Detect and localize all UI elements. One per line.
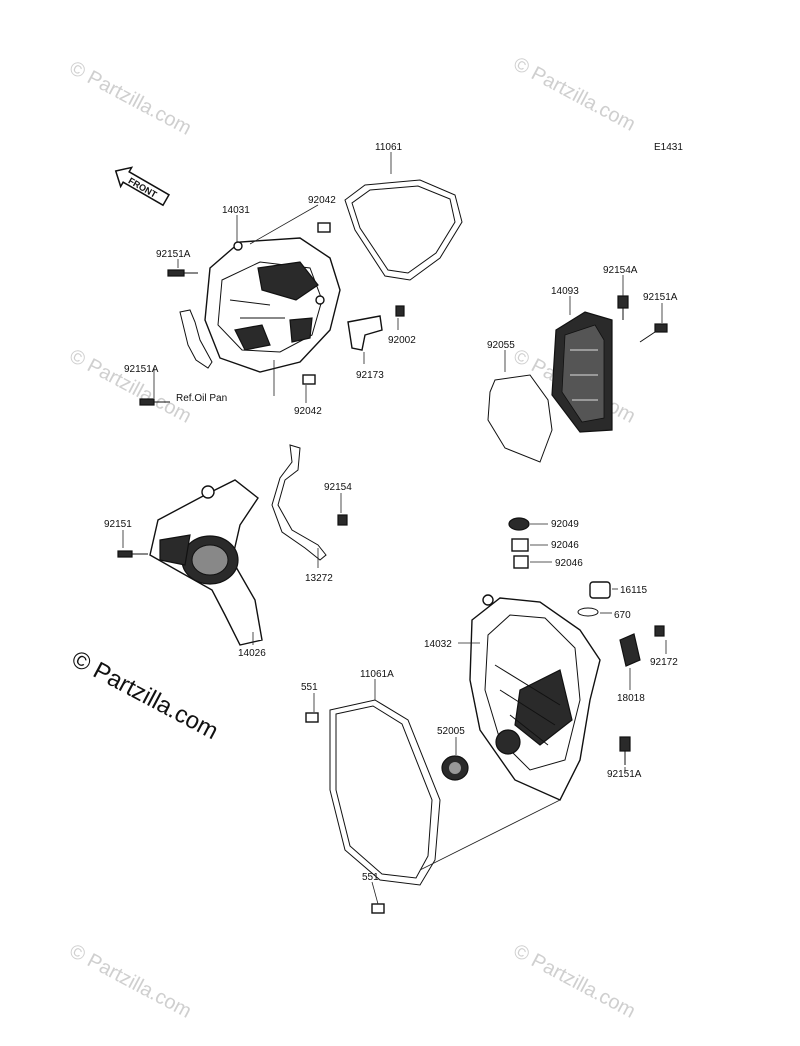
ref-oil-pan-note: Ref.Oil Pan	[176, 393, 227, 404]
label-551-upper: 551	[301, 682, 318, 693]
copyright-text: © Partzilla.com	[67, 645, 222, 745]
clutch-cover-14032	[469, 594, 601, 801]
bolt-92154A	[617, 295, 629, 320]
bolt-92172	[654, 625, 665, 637]
gasket-11061A	[329, 699, 441, 886]
label-14026: 14026	[238, 648, 266, 659]
dowel-551-upper	[305, 712, 319, 723]
guide-13272	[271, 444, 327, 561]
label-92042-upper: 92042	[308, 195, 336, 206]
watermark-top-right: © Partzilla.com	[510, 53, 639, 136]
plug-92046-upper	[511, 538, 529, 552]
label-18018: 18018	[617, 693, 645, 704]
watermark-mid-left: © Partzilla.com	[66, 345, 195, 428]
label-14031: 14031	[222, 205, 250, 216]
seal-52005	[441, 755, 469, 781]
plug-92046-lower	[513, 555, 529, 569]
clutch-cover-14093	[551, 311, 613, 433]
part-labels: 11061 14031 92042 92151A 92151A 92002 92…	[104, 142, 678, 883]
label-92154A: 92154A	[603, 265, 638, 276]
label-551-lower: 551	[362, 872, 379, 883]
label-52005: 52005	[437, 726, 465, 737]
front-arrow-icon: FRONT	[114, 166, 171, 207]
gasket-11061	[344, 179, 463, 281]
cap-92049	[508, 517, 530, 531]
cap-16115	[589, 581, 611, 599]
dowel-92042-upper	[317, 222, 331, 233]
bolt-92151A-lower	[139, 398, 170, 406]
oring-670	[577, 607, 599, 617]
dowel-92042-lower	[302, 374, 316, 385]
label-16115: 16115	[620, 585, 648, 596]
bolt-92151-left	[117, 550, 148, 558]
bolt-92151A-bottom	[619, 736, 631, 765]
label-92173: 92173	[356, 370, 384, 381]
label-92042-lower: 92042	[294, 406, 322, 417]
watermark-bottom-left: © Partzilla.com	[66, 940, 195, 1023]
label-92151A-right: 92151A	[643, 292, 678, 303]
bracket-92173	[347, 315, 383, 351]
diagram-code: E1431	[654, 142, 683, 153]
label-92151A-lower: 92151A	[124, 364, 159, 375]
gasket-11061A-inner	[335, 705, 433, 879]
label-13272: 13272	[305, 573, 333, 584]
label-92151A-bottom: 92151A	[607, 769, 642, 780]
label-92055: 92055	[487, 340, 515, 351]
bolt-92151A-right	[639, 323, 668, 343]
watermark-top-left: © Partzilla.com	[66, 57, 195, 140]
bolt-92154-mid	[337, 514, 348, 526]
label-92172: 92172	[650, 657, 678, 668]
gasket-11061-inner	[351, 185, 456, 274]
label-92049: 92049	[551, 519, 579, 530]
label-11061A: 11061A	[360, 669, 394, 680]
label-92046-lower: 92046	[555, 558, 583, 569]
label-14093: 14093	[551, 286, 579, 297]
bolt-92151A-upper	[167, 269, 198, 277]
watermark-bottom-right: © Partzilla.com	[510, 940, 639, 1023]
label-92151: 92151	[104, 519, 132, 530]
generator-cover-14031	[204, 237, 341, 373]
gasket-92055	[487, 374, 553, 463]
label-11061: 11061	[375, 142, 403, 153]
label-670: 670	[614, 610, 631, 621]
label-92154: 92154	[324, 482, 352, 493]
bolt-92002	[395, 305, 405, 317]
bracket-part	[179, 309, 213, 369]
label-92046-upper: 92046	[551, 540, 579, 551]
label-92151A-upper: 92151A	[156, 249, 191, 260]
sprocket-cover-14026	[149, 479, 263, 646]
label-92002: 92002	[388, 335, 416, 346]
window-18018	[619, 633, 641, 667]
dowel-551-lower	[371, 903, 385, 914]
label-14032: 14032	[424, 639, 452, 650]
